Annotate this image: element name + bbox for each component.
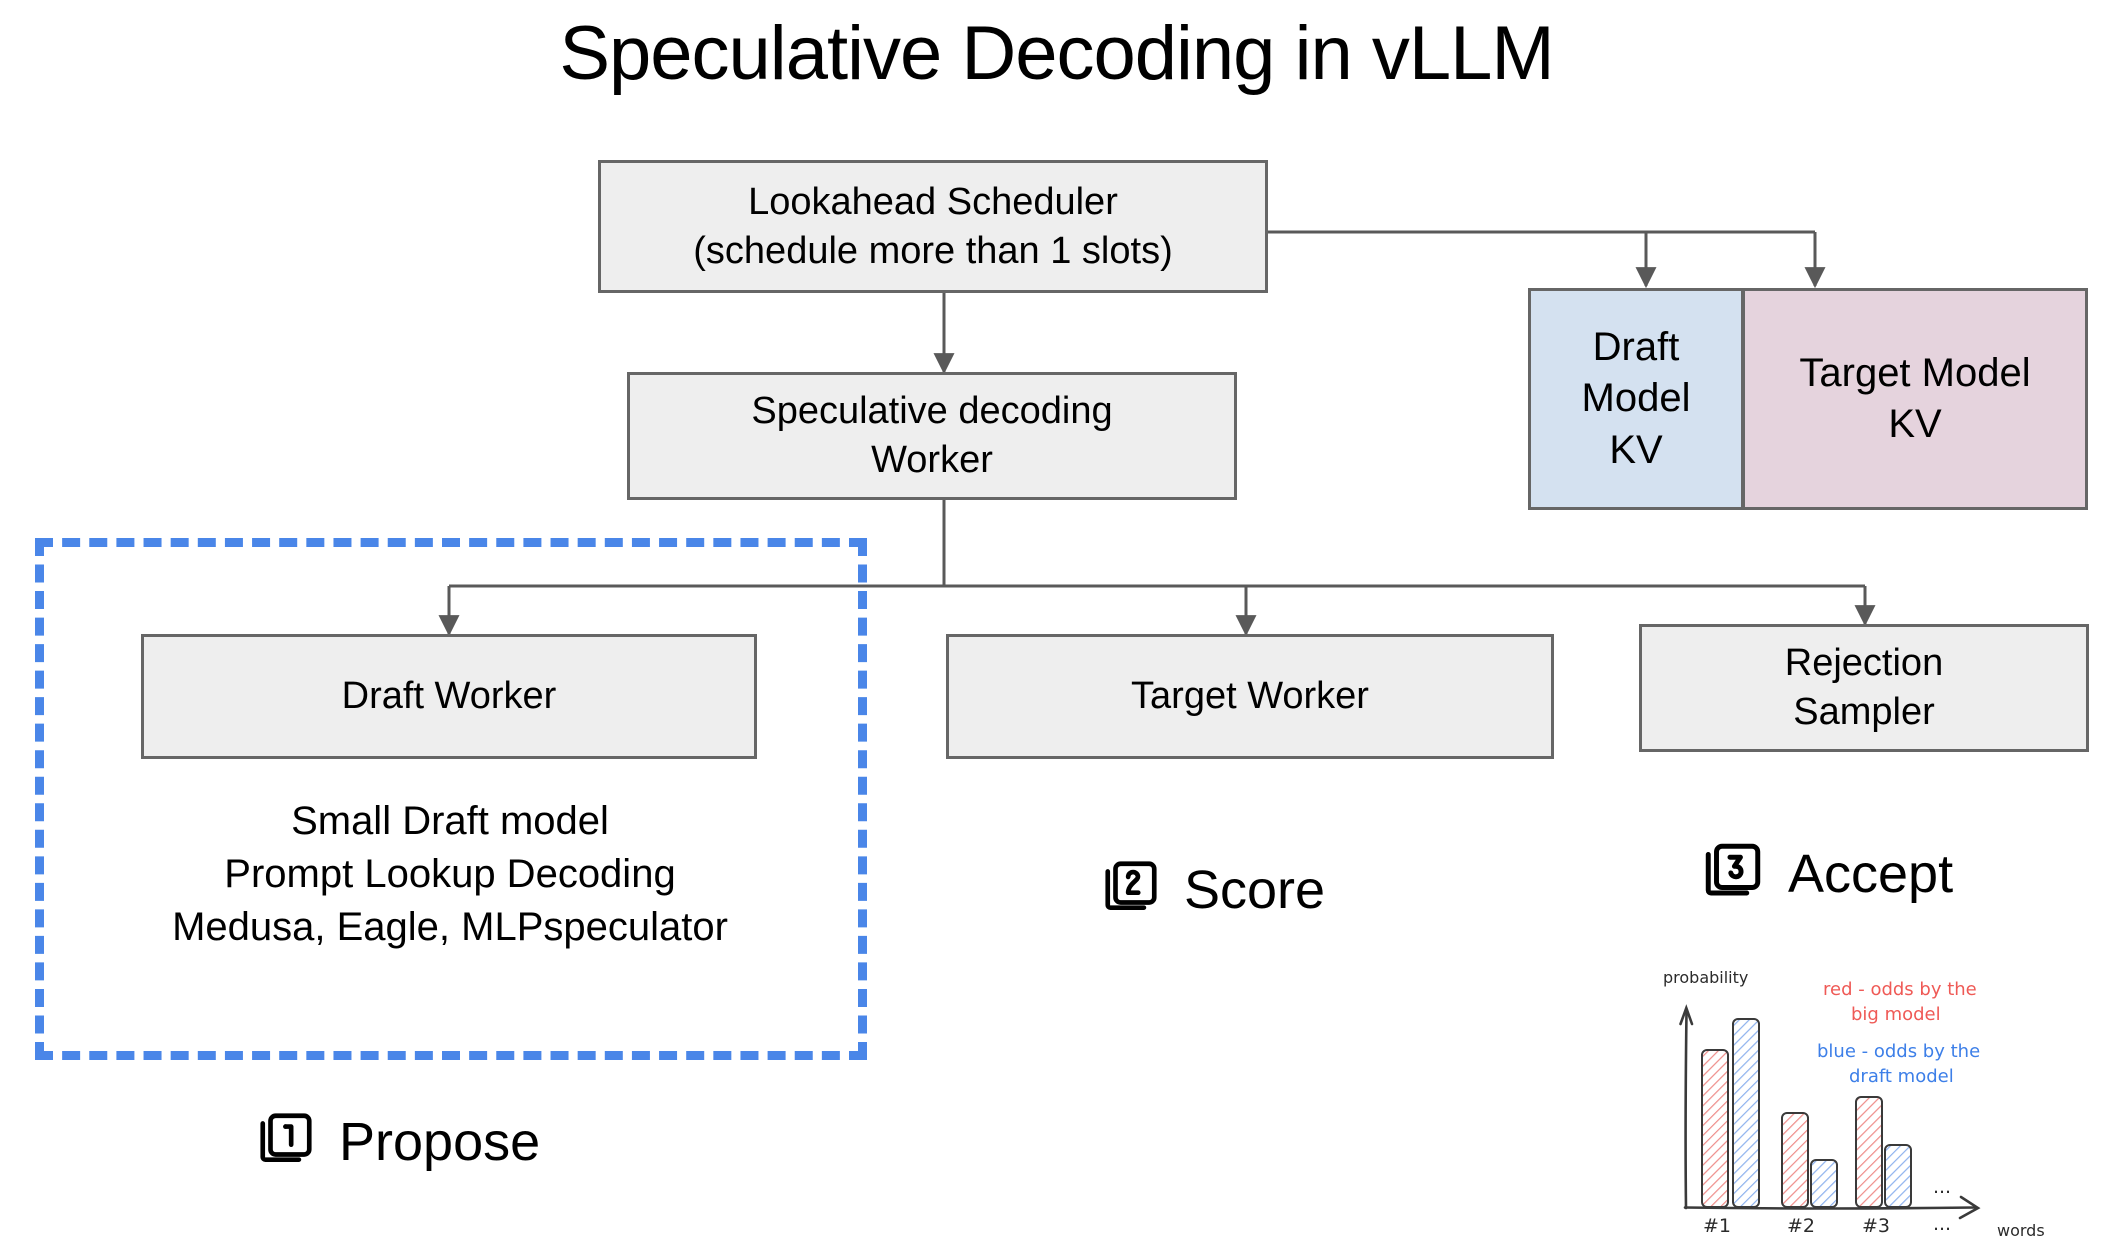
step-score[interactable]: Score [1100,856,1325,923]
bar-red-1 [1701,1049,1729,1208]
propose-group-outline [35,538,867,1060]
number-square-2-icon [1100,856,1162,923]
node-draft-model-kv[interactable]: Draft Model KV [1528,288,1743,510]
chart-tick-1: #1 [1703,1215,1731,1237]
step-propose[interactable]: Propose [255,1108,540,1175]
node-speculative-decoding-worker[interactable]: Speculative decoding Worker [627,372,1237,500]
chart-annotation-ellipsis: ... [1933,1176,1951,1198]
draft-methods-text: Small Draft model Prompt Lookup Decoding… [172,799,728,950]
chart-tick-2: #2 [1787,1215,1815,1237]
step-accept-label: Accept [1788,843,1954,904]
chart-ylabel: probability [1663,968,1748,987]
step-propose-label: Propose [339,1111,541,1172]
chart-bar-group-3 [1855,1096,1912,1208]
bar-red-3 [1855,1096,1883,1208]
accept-probability-chart: probability words [1645,945,2105,1245]
number-square-3-icon [1700,838,1766,909]
chart-legend-red-line2: big model [1851,1004,1941,1025]
chart-legend-blue-line1: blue - odds by the [1817,1041,1980,1062]
node-lookahead-scheduler[interactable]: Lookahead Scheduler (schedule more than … [598,160,1268,293]
chart-legend-red-line1: red - odds by the [1823,979,1977,1000]
node-draft-worker[interactable]: Draft Worker [141,634,757,759]
node-rejection-sampler[interactable]: Rejection Sampler [1639,624,2089,752]
chart-bar-group-2 [1781,1112,1838,1208]
chart-legend-blue-line2: draft model [1849,1066,1954,1087]
bar-blue-1 [1732,1018,1760,1208]
chart-bar-group-1 [1701,1018,1760,1208]
bar-blue-3 [1884,1144,1912,1208]
chart-legend-blue: blue - odds by the draft model [1817,1041,1980,1087]
chart-tick-ellipsis-bottom: ... [1933,1213,1951,1235]
chart-xlabel: words [1997,1221,2045,1240]
bar-red-2 [1781,1112,1809,1208]
node-target-model-kv[interactable]: Target Model KV [1743,288,2088,510]
bar-blue-2 [1810,1159,1838,1208]
chart-tick-3: #3 [1862,1215,1890,1237]
chart-legend-red: red - odds by the big model [1823,979,1977,1025]
number-square-1-icon [255,1108,317,1175]
step-score-label: Score [1184,859,1326,920]
node-target-worker[interactable]: Target Worker [946,634,1554,759]
page-title: Speculative Decoding in vLLM [559,11,1554,96]
step-accept[interactable]: Accept [1700,838,1953,909]
